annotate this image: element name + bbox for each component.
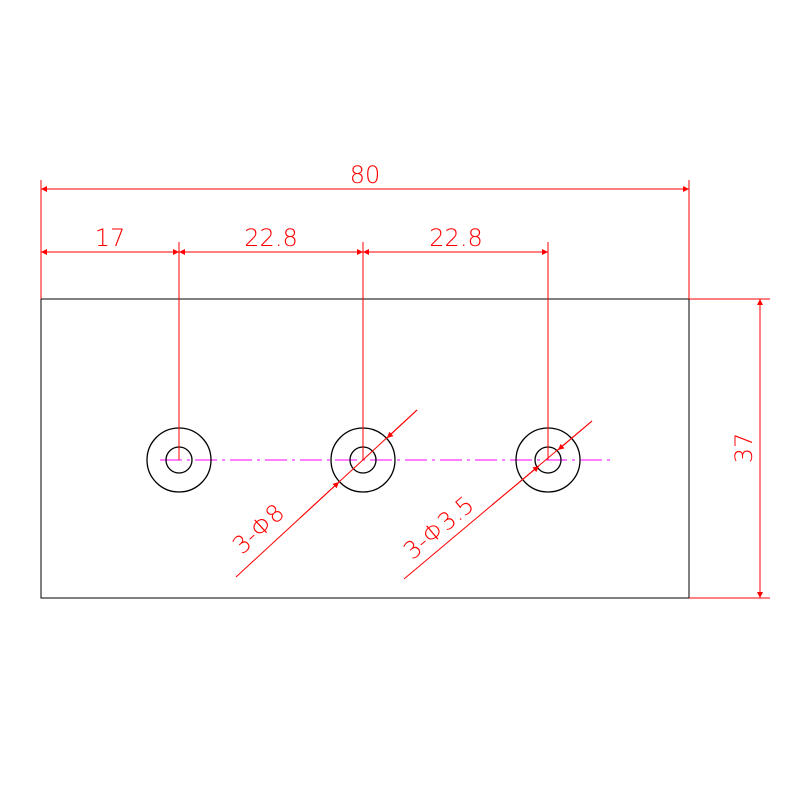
dimension-overall-width: 80 xyxy=(41,161,689,192)
extension-lines xyxy=(40,180,770,599)
dimension-left-offset: 17 xyxy=(41,224,179,255)
callout-outer-diameter: 3-Φ8 xyxy=(227,409,418,578)
dimension-hole-pitch-2: 22.8 xyxy=(363,224,548,255)
arrow-inner-diameter-upper xyxy=(557,420,593,451)
arrow-outer-diameter-upper xyxy=(386,409,418,439)
arrow-outer-diameter-lower xyxy=(299,481,340,519)
dimension-height: 37 xyxy=(730,299,763,598)
dimension-text-left-offset: 17 xyxy=(95,224,126,252)
dimension-text-overall-width: 80 xyxy=(350,161,381,189)
dimension-text-hole-pitch-2: 22.8 xyxy=(429,224,482,252)
plate-outline xyxy=(40,298,690,599)
dimension-hole-pitch-1: 22.8 xyxy=(179,224,363,255)
callout-text-inner-diameter: 3-Φ3.5 xyxy=(398,491,479,566)
callout-inner-diameter: 3-Φ3.5 xyxy=(398,420,593,580)
dimension-text-hole-pitch-1: 22.8 xyxy=(244,224,297,252)
dimension-text-height: 37 xyxy=(730,433,758,464)
arrow-inner-diameter-lower xyxy=(491,465,540,506)
callout-text-outer-diameter: 3-Φ8 xyxy=(227,499,290,560)
